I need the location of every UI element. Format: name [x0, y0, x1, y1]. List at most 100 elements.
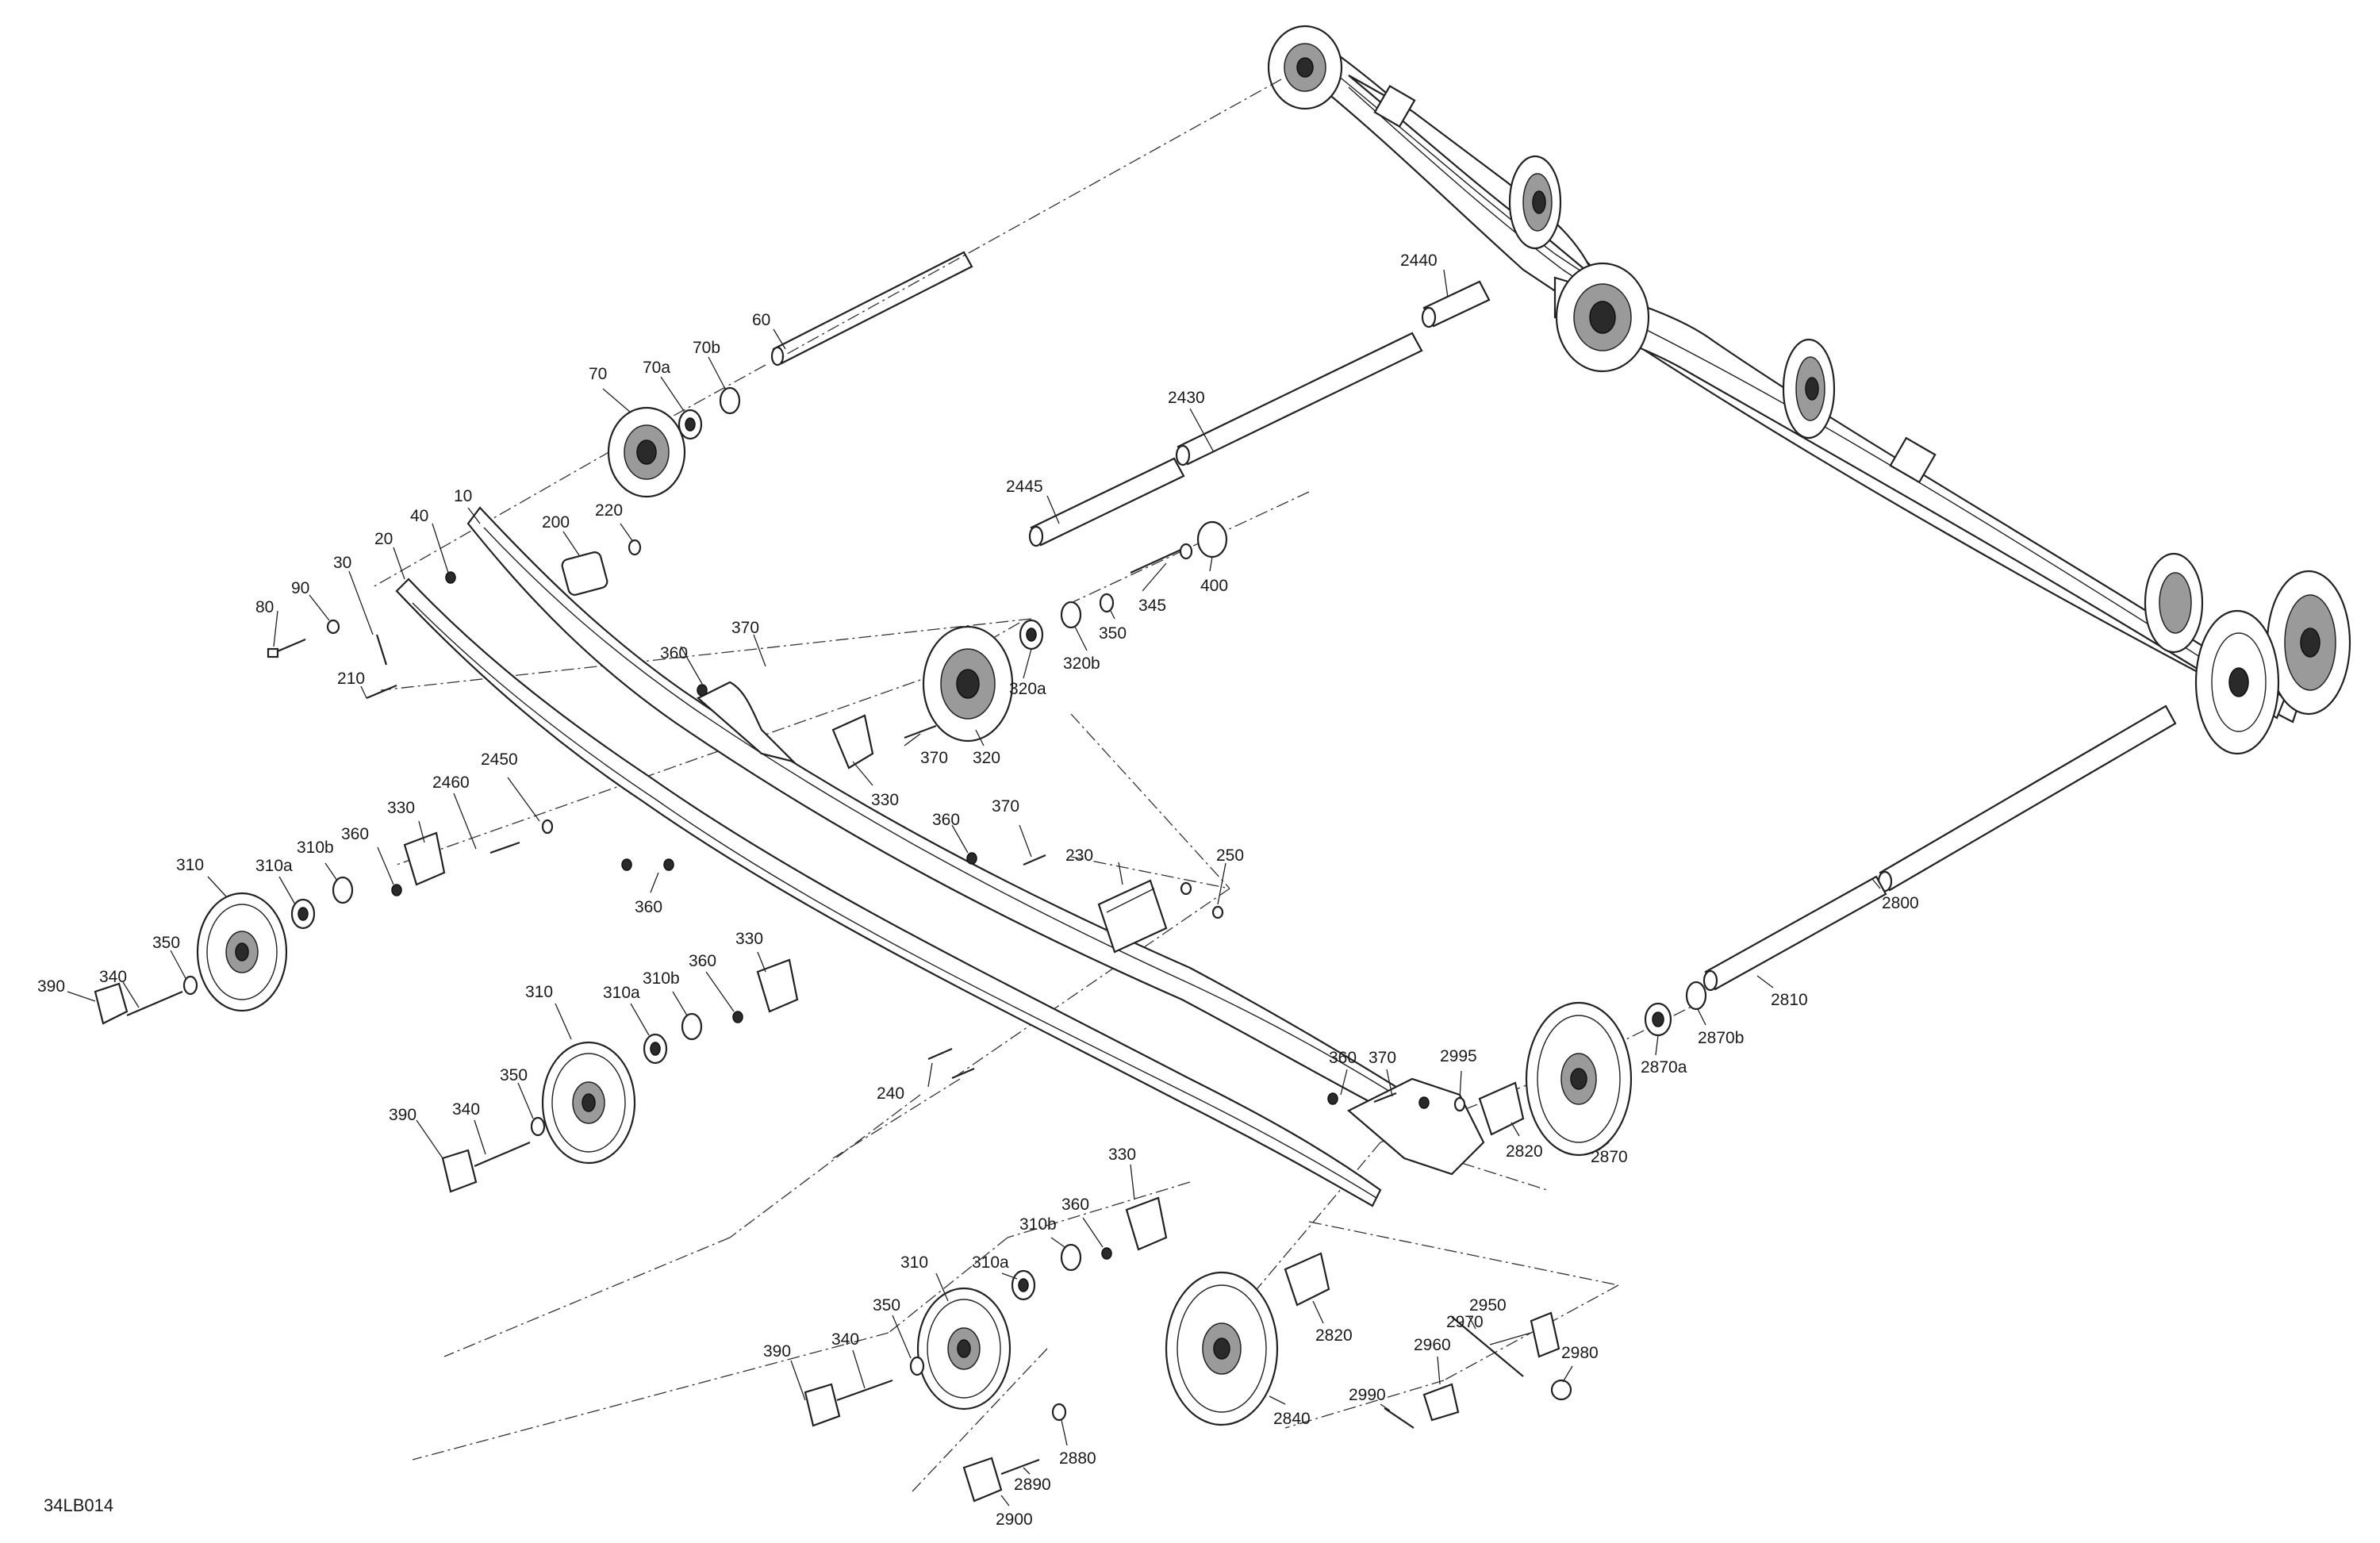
bearing-310a-middle [643, 1033, 668, 1065]
callout-370: 370 [731, 619, 759, 637]
small-hardware [126, 520, 1572, 1476]
idler-wheel-310-upper [196, 892, 288, 1012]
support-bracket-330-b [403, 831, 446, 886]
callout-2440: 2440 [1400, 251, 1438, 270]
support-bracket-2820-a [1478, 1081, 1525, 1136]
callout-370: 370 [920, 749, 948, 767]
assembly-center-lines [372, 79, 1706, 1492]
callout-320: 320 [973, 749, 1000, 767]
callout-390: 390 [763, 1342, 791, 1361]
callout-2870a: 2870a [1641, 1058, 1687, 1077]
callout-2880: 2880 [1059, 1449, 1096, 1468]
callout-340: 340 [452, 1100, 480, 1119]
callout-330: 330 [871, 791, 899, 809]
rear-cross-shaft-2800 [1877, 704, 2177, 892]
callout-2800: 2800 [1882, 894, 1919, 912]
callout-2980: 2980 [1561, 1344, 1599, 1362]
support-bracket-330-c [756, 958, 799, 1013]
callout-310: 310 [176, 856, 204, 874]
callout-310: 310 [900, 1253, 928, 1272]
callout-360: 360 [1061, 1196, 1089, 1214]
callout-230: 230 [1065, 846, 1093, 865]
bumper-200 [561, 551, 608, 596]
callout-90: 90 [291, 579, 309, 597]
callout-390: 390 [37, 977, 65, 996]
callout-390: 390 [389, 1106, 416, 1124]
callout-310: 310 [525, 983, 553, 1001]
callout-2995: 2995 [1440, 1047, 1477, 1065]
callout-80: 80 [255, 598, 274, 616]
slide-rail-10 [466, 506, 1485, 1176]
callout-360: 360 [689, 952, 716, 970]
bearing-310a-lower [1011, 1269, 1036, 1301]
callout-2970: 2970 [1446, 1313, 1484, 1331]
callout-20: 20 [374, 530, 393, 548]
callout-360: 360 [1329, 1049, 1357, 1067]
callout-345: 345 [1138, 597, 1166, 615]
callout-400: 400 [1200, 577, 1228, 595]
ring-2870b [1685, 981, 1707, 1011]
callout-2840: 2840 [1273, 1410, 1311, 1428]
callout-350: 350 [500, 1066, 528, 1084]
callout-40: 40 [410, 507, 428, 525]
bearing-70a [678, 409, 703, 440]
callout-60: 60 [752, 311, 770, 329]
callout-330: 330 [1108, 1146, 1136, 1164]
callout-320b: 320b [1063, 654, 1100, 673]
callout-350: 350 [152, 934, 180, 952]
callout-2870b: 2870b [1698, 1029, 1744, 1047]
callout-350: 350 [1099, 624, 1127, 643]
spacer-2445 [1028, 457, 1185, 547]
callout-30: 30 [333, 554, 351, 572]
callout-10: 10 [454, 487, 472, 505]
callout-310b: 310b [643, 969, 680, 988]
callout-2820: 2820 [1506, 1142, 1543, 1161]
idler-wheel-310-middle [541, 1041, 636, 1165]
callout-2460: 2460 [432, 773, 470, 792]
callout-2950: 2950 [1469, 1296, 1507, 1315]
ring-70b [719, 386, 741, 415]
assembled-rail-frame [1267, 25, 2351, 755]
ring-320b [1060, 601, 1082, 629]
slide-rail-20 [395, 578, 1382, 1207]
ring-310b-upper [332, 876, 354, 904]
callout-70b: 70b [693, 339, 720, 357]
callout-2900: 2900 [996, 1510, 1033, 1529]
idler-wheel-310-lower [916, 1287, 1012, 1411]
spacer-2810 [1702, 875, 1887, 992]
callout-200: 200 [542, 513, 570, 532]
idler-wheel-2840 [1165, 1271, 1279, 1426]
bearing-2870a [1644, 1002, 1672, 1037]
spacer-2440 [1421, 280, 1491, 328]
callout-2990: 2990 [1349, 1386, 1386, 1404]
callout-360: 360 [341, 825, 369, 843]
callout-310b: 310b [1019, 1215, 1057, 1234]
hub-cap-390-upper [94, 982, 129, 1025]
callout-310a: 310a [972, 1253, 1009, 1272]
bearing-310a-upper [290, 898, 316, 930]
callout-2450: 2450 [481, 750, 518, 769]
cross-shaft-2430 [1175, 332, 1423, 466]
callout-340: 340 [831, 1330, 859, 1349]
callout-70a: 70a [643, 359, 670, 377]
support-bracket-330-a [831, 714, 874, 770]
idler-wheel-70 [607, 406, 686, 498]
support-bracket-2820-b [1284, 1252, 1330, 1307]
slider-block-230 [1097, 879, 1168, 954]
bearing-320a [1019, 619, 1044, 651]
callout-210: 210 [337, 670, 365, 688]
callout-70: 70 [589, 365, 607, 383]
callout-370: 370 [992, 797, 1019, 816]
callout-2890: 2890 [1014, 1476, 1051, 1494]
callout-2810: 2810 [1771, 991, 1808, 1009]
callout-labels: 60 70 70a 70b 10 20 30 40 80 90 200 210 … [37, 251, 1919, 1529]
callout-360: 360 [932, 811, 960, 829]
support-bracket-330-d [1125, 1196, 1168, 1251]
callout-330: 330 [735, 930, 763, 948]
hub-cap-390-lower [804, 1383, 841, 1427]
callout-310a: 310a [603, 984, 640, 1002]
upper-cross-shaft-60 [770, 251, 973, 367]
callout-2430: 2430 [1168, 389, 1205, 407]
drawing-code: 34LB014 [44, 1495, 113, 1515]
